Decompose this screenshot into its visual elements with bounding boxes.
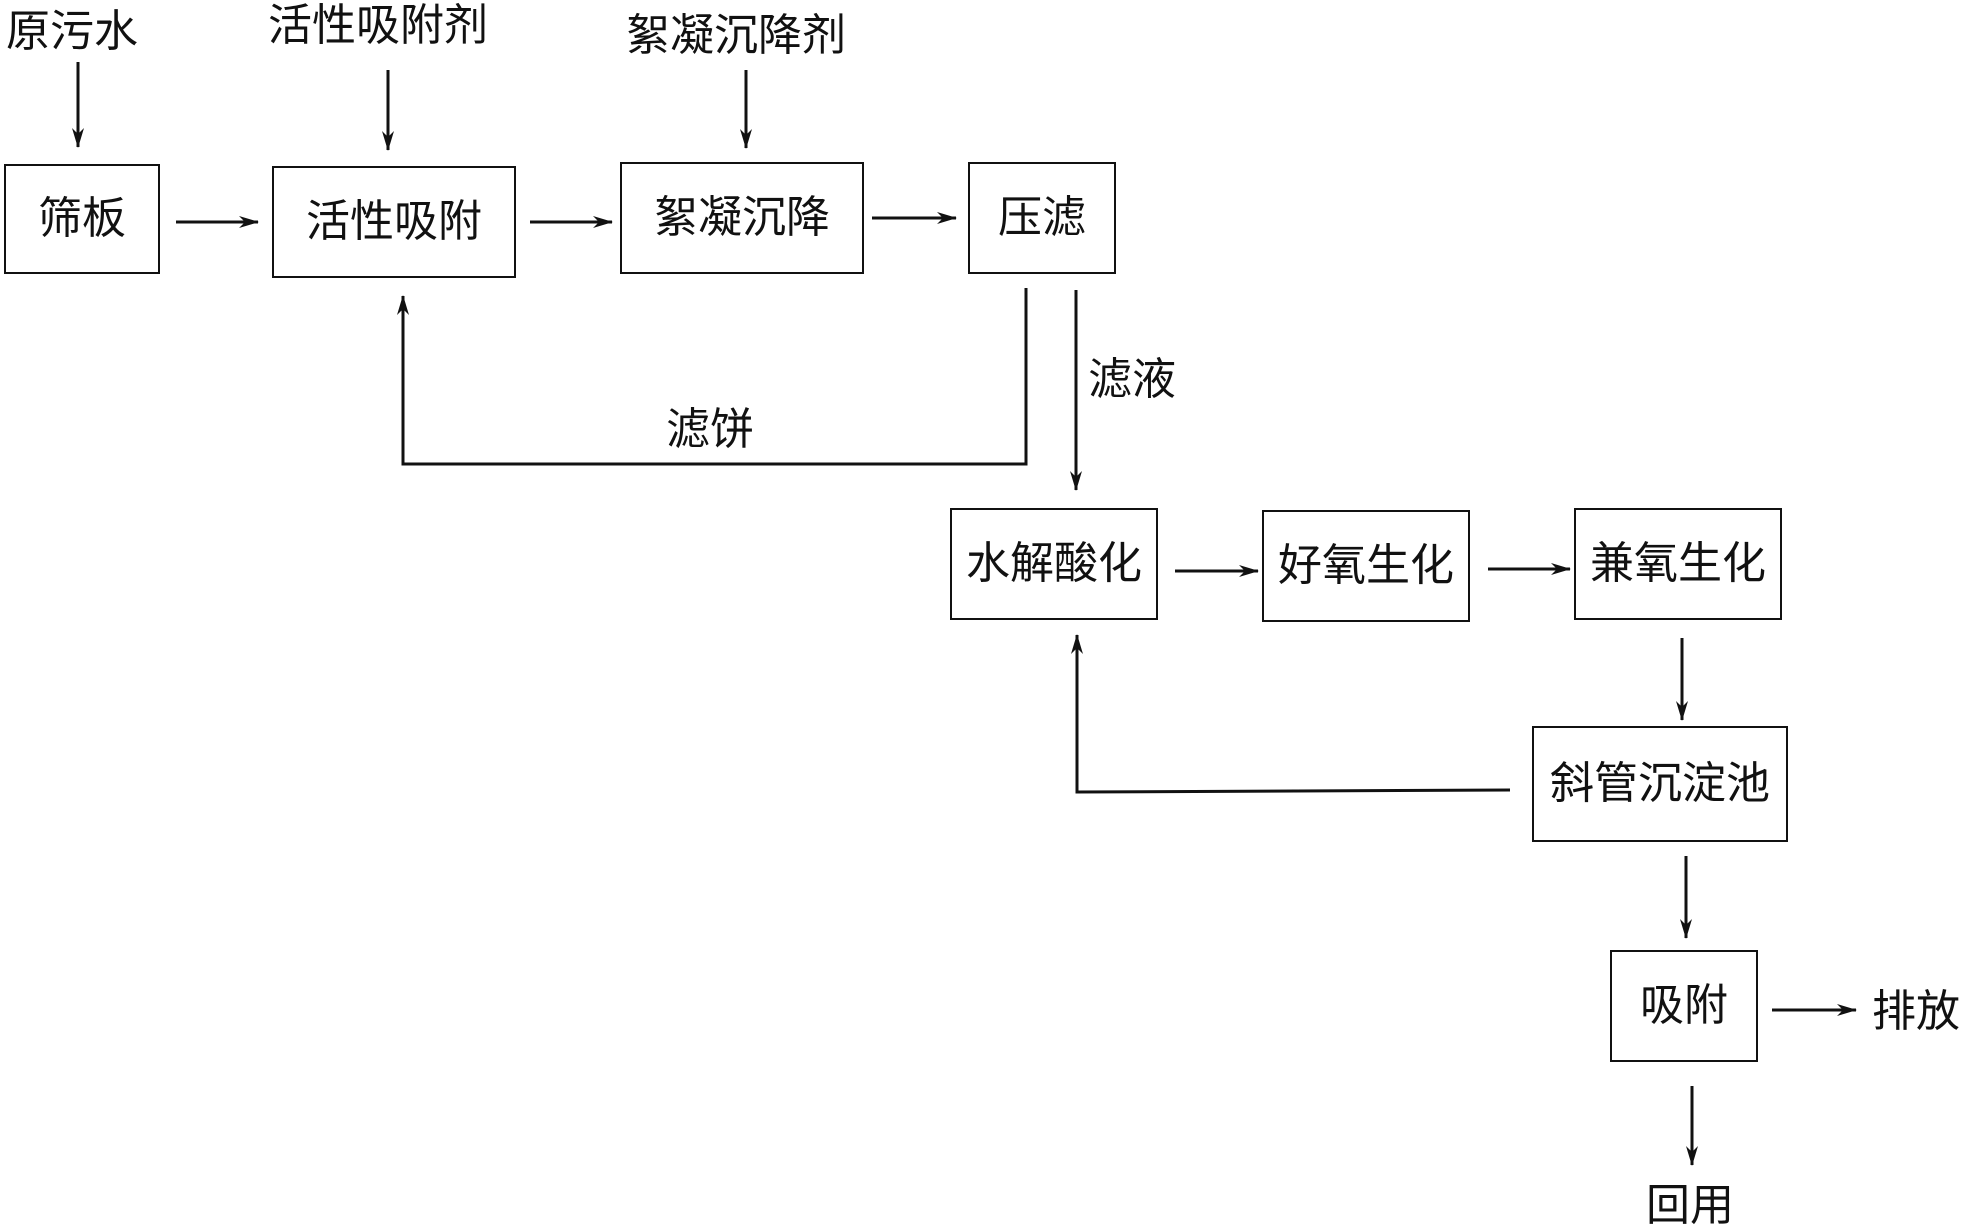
label-filter-cake: 滤饼: [666, 404, 754, 455]
box-activated-adsorption: 活性吸附: [272, 166, 516, 278]
box-flocculation: 絮凝沉降: [620, 162, 864, 274]
input-flocculant: 絮凝沉降剂: [626, 10, 846, 61]
label-filtrate: 滤液: [1088, 354, 1176, 405]
input-raw-wastewater: 原污水: [6, 6, 138, 57]
box-aerobic-biochem: 好氧生化: [1262, 510, 1470, 622]
box-filter-press: 压滤: [968, 162, 1116, 274]
input-activated-adsorbent: 活性吸附剂: [268, 0, 488, 51]
box-facultative-biochem: 兼氧生化: [1574, 508, 1782, 620]
arrow-filter-cake-return: [397, 288, 1028, 466]
box-adsorption: 吸附: [1610, 950, 1758, 1062]
box-screen: 筛板: [4, 164, 160, 274]
label-reuse: 回用: [1646, 1180, 1734, 1231]
box-inclined-tube-settler: 斜管沉淀池: [1532, 726, 1788, 842]
arrow-settler-return: [1071, 634, 1511, 794]
label-discharge: 排放: [1872, 986, 1960, 1037]
box-hydrolysis-acidification: 水解酸化: [950, 508, 1158, 620]
